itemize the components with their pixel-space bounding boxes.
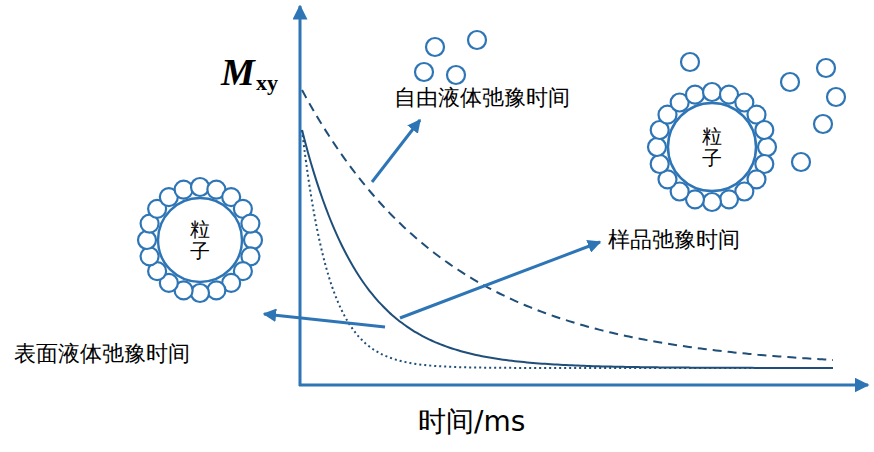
- x-axis: [299, 384, 868, 387]
- particle: 粒子: [136, 176, 264, 304]
- surface-molecule: [191, 178, 209, 196]
- particle-label: 粒子: [190, 218, 210, 262]
- surface-molecule: [244, 231, 262, 249]
- surface-molecule: [648, 138, 666, 156]
- surface-molecule: [703, 193, 721, 211]
- surface-molecule: [191, 284, 209, 302]
- surface-molecule: [686, 86, 704, 104]
- y-axis: [299, 6, 302, 386]
- curve-label: 样品弛豫时间: [608, 227, 740, 253]
- curve-label: 表面液体弛豫时间: [14, 341, 190, 367]
- surface-molecule: [720, 190, 738, 208]
- surface-liquid-curve: [302, 130, 833, 368]
- particle-label: 粒子: [702, 125, 722, 169]
- leader-arrow: [372, 120, 420, 182]
- particle-core: [668, 103, 756, 191]
- leader-arrow: [400, 242, 600, 318]
- surface-molecule: [651, 155, 669, 173]
- surface-molecule: [241, 215, 259, 233]
- surface-molecule: [207, 281, 225, 299]
- axis-title: 时间/ms: [418, 405, 525, 439]
- sample-curve: [302, 130, 833, 368]
- surface-molecule: [703, 83, 721, 101]
- surface-molecule: [175, 181, 193, 199]
- free-liquid-curve: [302, 90, 833, 360]
- curve-label: 自由液体弛豫时间: [394, 85, 570, 111]
- particle-core: [158, 198, 242, 282]
- particle: 粒子: [646, 81, 778, 213]
- surface-molecule: [141, 247, 159, 265]
- surface-molecule: [138, 231, 156, 249]
- surface-molecule: [758, 138, 776, 156]
- surface-molecule: [755, 121, 773, 139]
- axis-symbol: M: [221, 50, 255, 96]
- leader-arrow: [264, 314, 385, 327]
- axis-subscript: xy: [256, 70, 278, 96]
